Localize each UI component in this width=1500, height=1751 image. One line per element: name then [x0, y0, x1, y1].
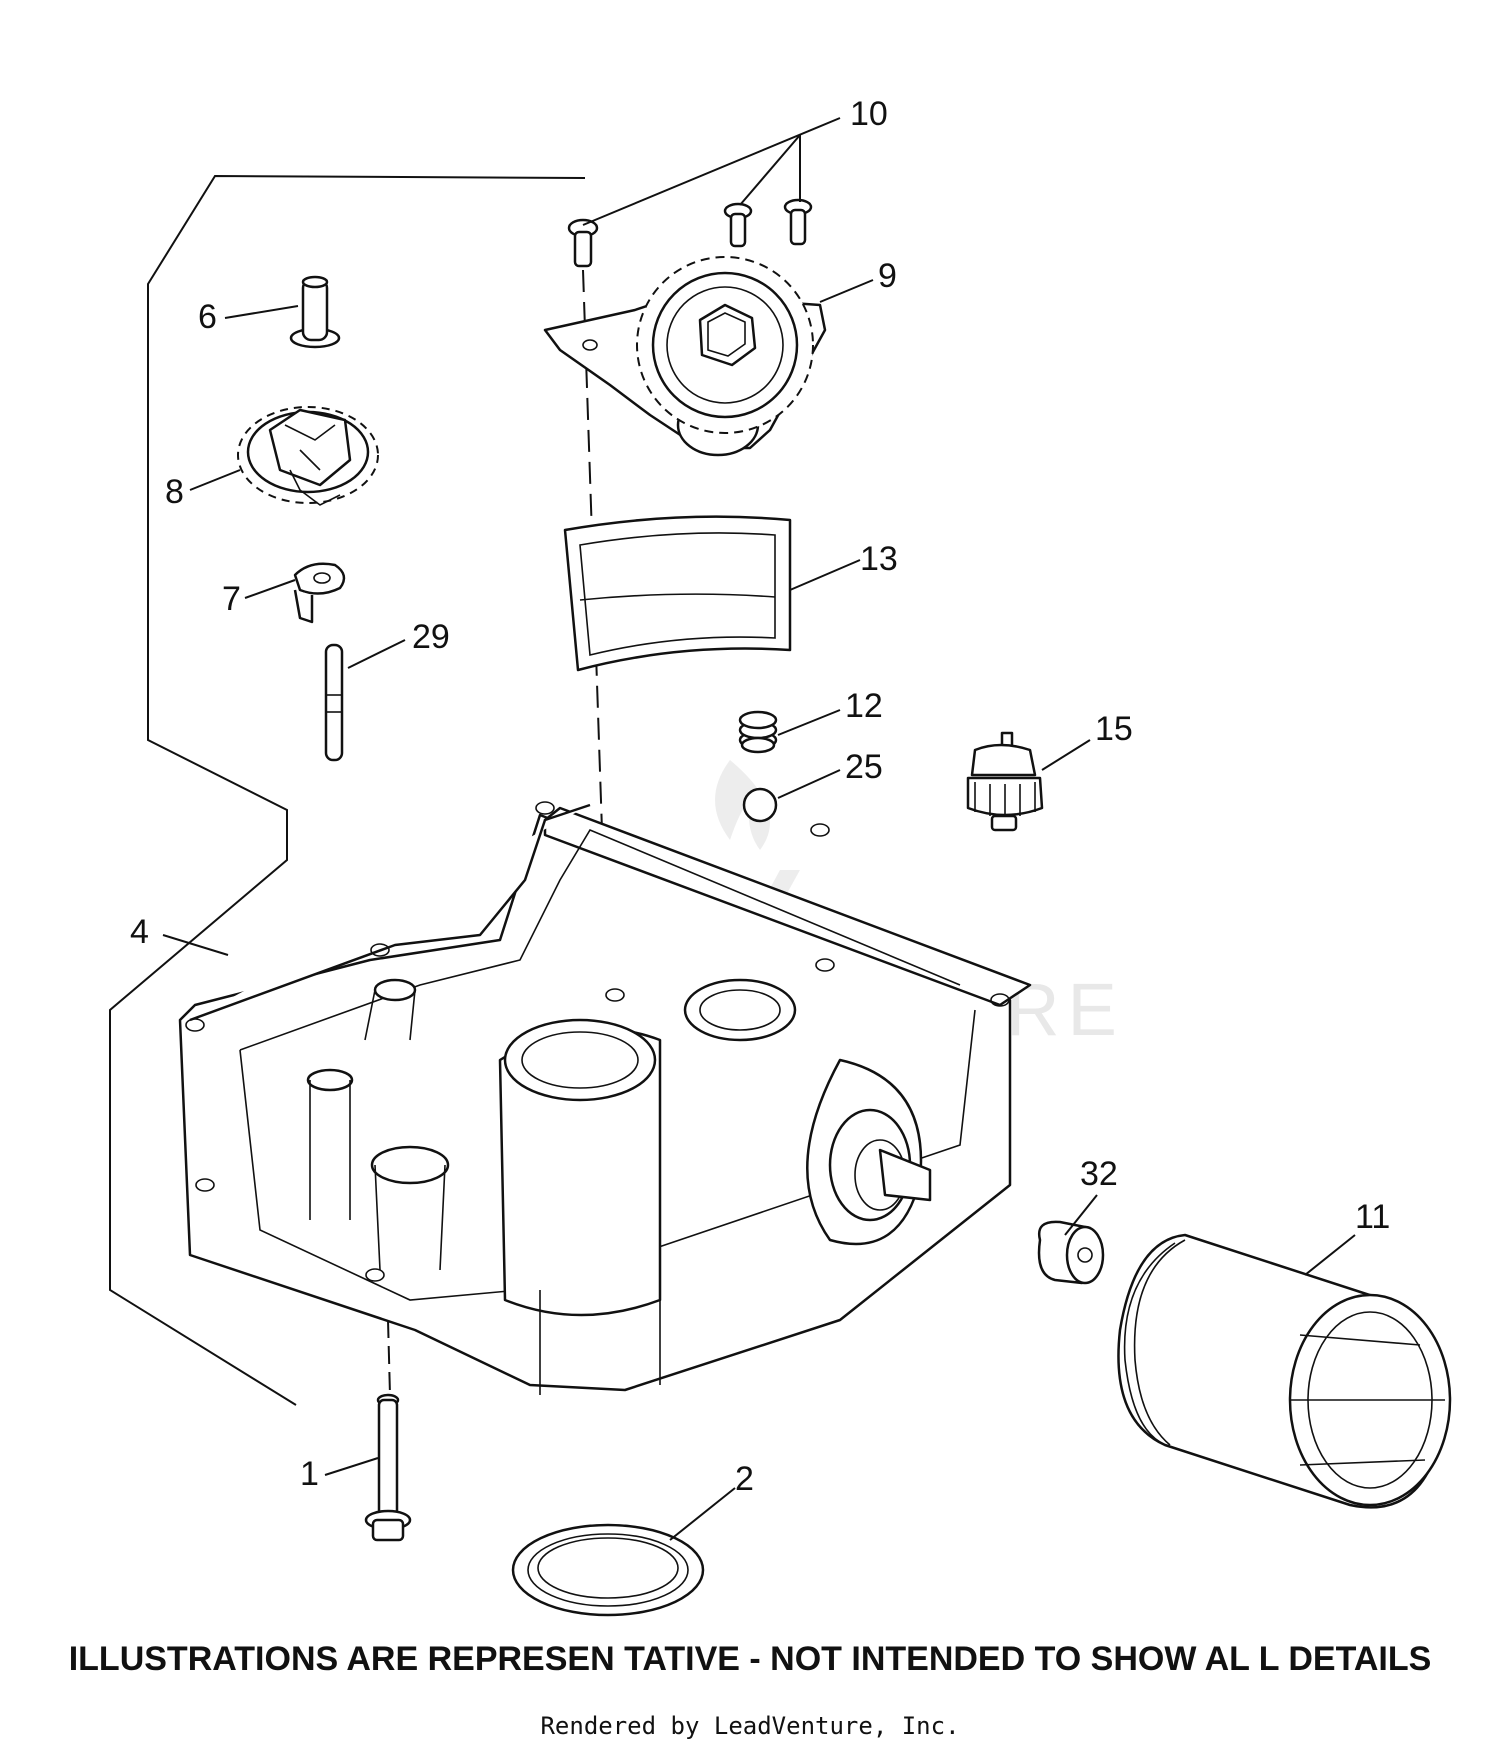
callout-29: 29 [412, 618, 450, 656]
screw-10-b [723, 202, 753, 248]
callout-8: 8 [165, 473, 184, 511]
group-bracket [109, 174, 586, 1406]
callout-9: 9 [878, 257, 897, 295]
governor-gear-8 [237, 406, 379, 506]
callout-32: 32 [1080, 1155, 1118, 1193]
callout-2: 2 [735, 1460, 754, 1498]
oil-filter-11 [1117, 1233, 1452, 1509]
disclaimer: ILLUSTRATIONS ARE REPRESEN TATIVE - NOT … [68, 1640, 1432, 1678]
callout-7: 7 [222, 580, 241, 618]
callout-4: 4 [130, 913, 149, 951]
screw-10-c [783, 198, 813, 246]
callout-6: 6 [198, 298, 217, 336]
callout-25: 25 [845, 748, 883, 786]
callout-10: 10 [850, 95, 888, 133]
callout-1: 1 [300, 1455, 319, 1493]
oil-sump-4 [178, 801, 1032, 1395]
spring-12 [738, 710, 778, 754]
ball-25 [742, 787, 778, 823]
plug-32 [1037, 1220, 1105, 1285]
screw-10-a [567, 218, 599, 268]
clip-7 [293, 562, 346, 624]
pressure-switch-15 [966, 731, 1044, 832]
screen-13 [563, 515, 792, 672]
pin-29 [324, 643, 344, 762]
callout-12: 12 [845, 687, 883, 725]
leader-lines [162, 117, 1356, 1541]
pin-6 [289, 275, 341, 349]
render-credit: Rendered by LeadVenture, Inc. [540, 1712, 960, 1740]
oil-seal-2 [511, 1523, 705, 1617]
callout-11: 11 [1355, 1198, 1390, 1236]
oil-pump-9 [543, 256, 827, 457]
assembly-line-bolt [387, 1319, 391, 1396]
bolt-1 [364, 1393, 412, 1542]
callout-13: 13 [860, 540, 898, 578]
callout-15: 15 [1095, 710, 1133, 748]
